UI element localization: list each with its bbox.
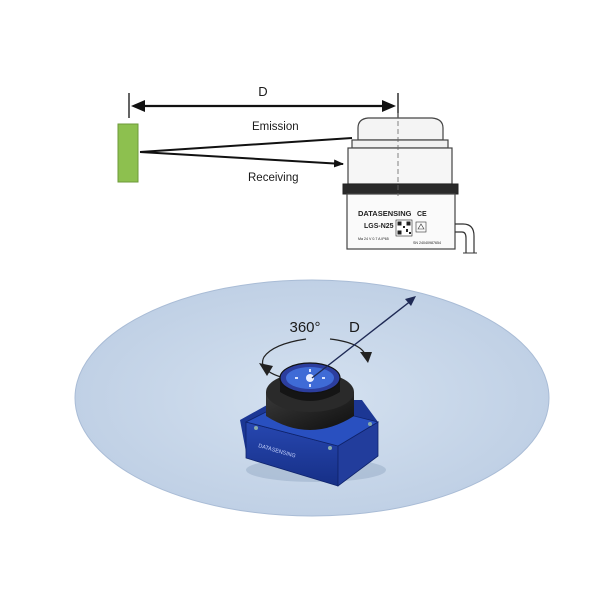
emission-beam <box>139 137 353 153</box>
ce-mark-icon: CE <box>417 211 427 218</box>
dimension-arrowhead-left <box>131 100 145 112</box>
scan-distance-label: D <box>349 319 360 336</box>
scan-distance-arrowhead <box>405 296 416 306</box>
sensor-marking-right: SN 24040987654 <box>413 241 441 245</box>
rotation-arrowhead-left <box>259 363 273 376</box>
sensor-head-body <box>347 147 453 185</box>
screw-icon <box>254 426 258 430</box>
receiving-label: Receiving <box>248 172 299 184</box>
sensor-model-label: LGS-N25 <box>364 223 394 230</box>
cable-outline-inner <box>455 231 467 253</box>
rotation-label: 360° <box>289 319 320 336</box>
bottom-diagram: 360° DATASENSING <box>74 279 550 517</box>
rotation-arc-left <box>262 338 307 381</box>
sensor-marking-left: Ma 24 V 0.7 A IP65 <box>358 237 389 241</box>
screw-icon <box>368 422 372 426</box>
recycle-icon <box>415 221 427 233</box>
rotation-arrowhead-right <box>360 352 372 363</box>
sensor-side-view: DATASENSING LGS-N25 Ma 24 V 0.7 A IP65 C… <box>342 113 477 254</box>
emission-label: Emission <box>252 121 299 133</box>
sensor-base-flange <box>342 183 459 195</box>
sensor-dial-marks <box>295 369 325 387</box>
sensor-center-logo-icon <box>306 374 314 382</box>
top-diagram: D Emission Receiving DATASENSING LGS-N25… <box>117 84 477 254</box>
receiving-beam <box>139 151 344 168</box>
qr-code-icon <box>395 219 413 237</box>
dimension-arrowhead-right <box>382 100 396 112</box>
sensor-window-cap <box>357 117 444 141</box>
target-surface <box>117 123 139 183</box>
scan-distance-line <box>311 299 413 379</box>
sensor-brand-label: DATASENSING <box>358 209 412 218</box>
sensor-cap-ring <box>351 139 449 149</box>
sensor-3d: DATASENSING <box>240 362 386 487</box>
screw-icon <box>328 446 332 450</box>
distance-label: D <box>258 84 267 99</box>
cable-outline-outer <box>455 223 475 253</box>
